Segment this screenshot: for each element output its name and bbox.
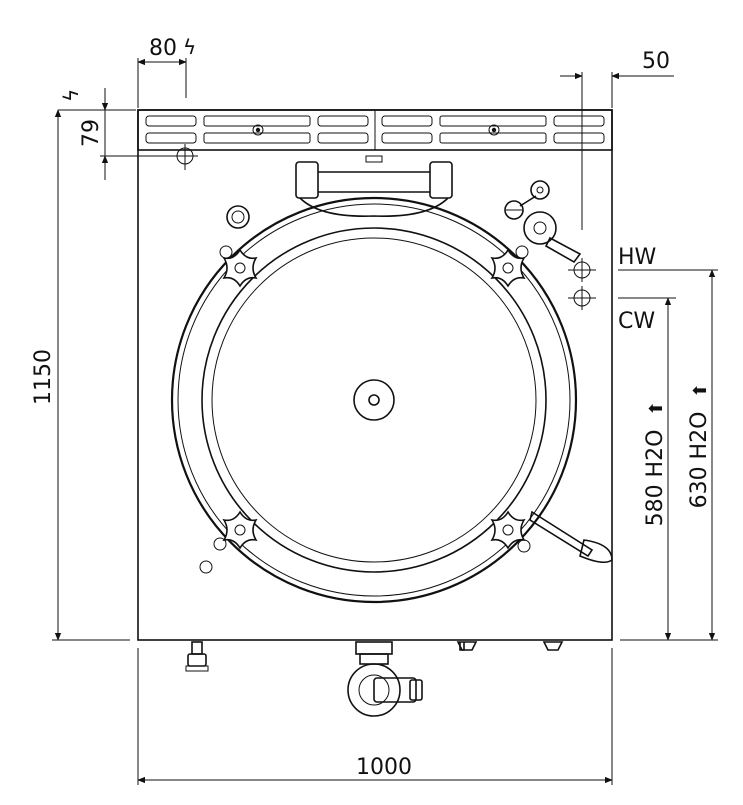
- top-offset-label: 80: [149, 36, 177, 61]
- adjustable-foot-left: [185, 641, 209, 672]
- side-offset-dimension: [100, 88, 176, 180]
- top-right-offset-dimension: [560, 72, 674, 230]
- lid-hinge: [295, 155, 453, 217]
- electric-connection-marker: [172, 144, 198, 170]
- drain-valve[interactable]: [347, 641, 423, 717]
- indicator-light: [199, 560, 213, 574]
- width-dimension-label: 1000: [356, 755, 412, 780]
- height-dimension: [52, 109, 130, 641]
- hot-water-inlet-marker: [568, 258, 596, 282]
- clamp-pivot: [515, 245, 529, 259]
- water-connection-nozzles: [456, 641, 564, 651]
- hot-water-label: HW: [618, 245, 657, 270]
- clamp-pivot: [213, 537, 227, 551]
- water-filling-tap[interactable]: [504, 180, 582, 264]
- cold-water-height-label: 580 H2O: [643, 430, 668, 527]
- appliance-body: [137, 109, 613, 641]
- kettle-lid: [170, 196, 578, 604]
- electric-icon: ϟ: [183, 35, 196, 59]
- hot-water-height-label: 630 H2O: [687, 412, 712, 509]
- electric-icon-side: ϟ: [59, 89, 83, 102]
- arrow-up-icon: ⬆: [646, 401, 667, 416]
- lid-knob-bottom-left[interactable]: [222, 510, 258, 550]
- cold-water-label: CW: [618, 309, 655, 334]
- height-dimension-label: 1150: [31, 349, 56, 405]
- lid-knob-bottom-right[interactable]: [490, 510, 526, 550]
- cold-water-height-dimension: [618, 297, 676, 641]
- clamp-pivot: [219, 245, 233, 259]
- pressure-gauge: [226, 205, 250, 229]
- tilt-handle[interactable]: [529, 510, 613, 564]
- top-rail: [137, 109, 613, 151]
- top-right-offset-label: 50: [642, 49, 670, 74]
- width-dimension: [137, 648, 613, 785]
- arrow-up-icon: ⬆: [690, 383, 711, 398]
- top-offset-dimension: [137, 58, 187, 108]
- cold-water-inlet-marker: [568, 286, 596, 310]
- clamp-pivot: [517, 539, 531, 553]
- side-offset-label: 79: [79, 119, 104, 147]
